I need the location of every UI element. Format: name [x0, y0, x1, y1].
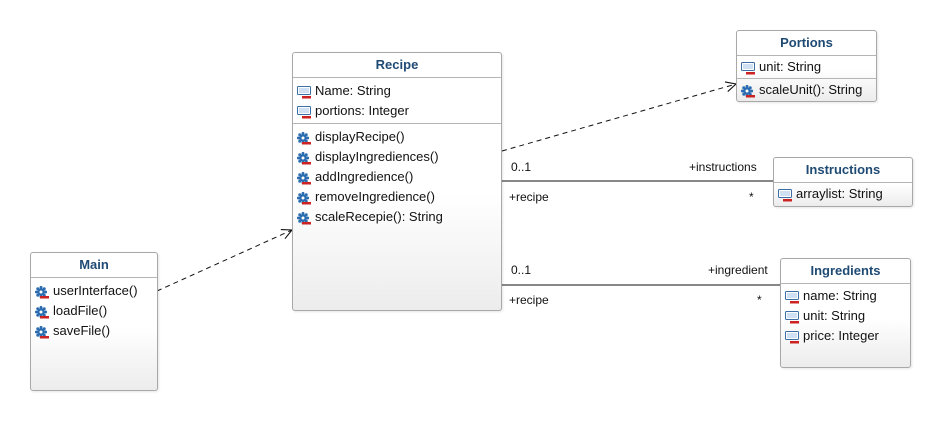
association-source-multiplicity: 0..1 [511, 263, 532, 277]
operation-gear-icon [296, 191, 312, 204]
attribute-row[interactable]: name: String [781, 286, 910, 306]
attribute-label: unit: String [803, 308, 866, 323]
class-title: Ingredients [781, 259, 910, 284]
association-target-multiplicity: * [757, 293, 762, 307]
attribute-label: price: Integer [803, 328, 879, 343]
operation-gear-icon [34, 305, 50, 318]
operation-label: userInterface() [53, 283, 138, 298]
operation-compartment: displayRecipe() displayIngrediences() ad… [293, 124, 501, 229]
class-title: Main [31, 253, 157, 278]
operation-row[interactable]: saveFile() [31, 321, 157, 341]
attribute-row[interactable]: Name: String [293, 81, 501, 101]
attribute-compartment: arraylist: String [774, 183, 912, 204]
attribute-row[interactable]: arraylist: String [774, 184, 912, 204]
operation-label: displayRecipe() [315, 129, 405, 144]
association-source-multiplicity: 0..1 [511, 160, 532, 174]
operation-row[interactable]: scaleRecepie(): String [293, 207, 501, 227]
class-portions[interactable]: Portions unit: String scaleUnit(): Strin… [736, 30, 877, 102]
operation-row[interactable]: loadFile() [31, 301, 157, 321]
dependency-main-to-recipe[interactable] [156, 230, 292, 292]
association-target-role: +instructions [689, 160, 757, 174]
class-main[interactable]: Main userInterface() loadFile() saveFile… [30, 252, 158, 391]
operation-gear-icon [34, 325, 50, 338]
operation-label: removeIngredience() [315, 189, 435, 204]
attribute-row[interactable]: price: Integer [781, 326, 910, 346]
class-title: Portions [737, 31, 876, 56]
operation-label: addIngredience() [315, 169, 414, 184]
association-source-role: +recipe [509, 190, 549, 204]
attribute-field-icon [778, 188, 793, 201]
attribute-field-icon [297, 105, 312, 118]
association-target-role: +ingredient [708, 263, 768, 277]
operation-compartment: userInterface() loadFile() saveFile() [31, 278, 157, 341]
dependency-recipe-to-portions[interactable] [501, 84, 736, 152]
operation-gear-icon [296, 151, 312, 164]
association-target-multiplicity: * [749, 190, 754, 204]
attribute-field-icon [785, 310, 800, 323]
association-source-role: +recipe [509, 293, 549, 307]
attribute-row[interactable]: unit: String [781, 306, 910, 326]
attribute-label: name: String [803, 288, 877, 303]
attribute-compartment: Name: String portions: Integer [293, 78, 501, 124]
attribute-label: unit: String [759, 59, 822, 74]
attribute-label: arraylist: String [796, 186, 883, 201]
operation-row[interactable]: scaleUnit(): String [737, 80, 876, 100]
operation-label: loadFile() [53, 303, 108, 318]
class-instructions[interactable]: Instructions arraylist: String [773, 157, 913, 207]
class-ingredients[interactable]: Ingredients name: String unit: String pr… [780, 258, 911, 368]
attribute-compartment: name: String unit: String price: Integer [781, 284, 910, 346]
attribute-compartment: unit: String [737, 56, 876, 79]
operation-compartment: scaleUnit(): String [737, 79, 876, 100]
operation-row[interactable]: displayIngrediences() [293, 147, 501, 167]
operation-gear-icon [296, 171, 312, 184]
class-title: Instructions [774, 158, 912, 183]
attribute-row[interactable]: portions: Integer [293, 101, 501, 121]
attribute-field-icon [785, 330, 800, 343]
attribute-field-icon [741, 61, 756, 74]
operation-row[interactable]: displayRecipe() [293, 127, 501, 147]
attribute-label: portions: Integer [315, 103, 409, 118]
operation-row[interactable]: addIngredience() [293, 167, 501, 187]
operation-gear-icon [296, 131, 312, 144]
class-title: Recipe [293, 53, 501, 78]
operation-gear-icon [296, 211, 312, 224]
operation-label: scaleRecepie(): String [315, 209, 443, 224]
operation-row[interactable]: userInterface() [31, 281, 157, 301]
operation-label: saveFile() [53, 323, 111, 338]
attribute-field-icon [297, 85, 312, 98]
operation-label: displayIngrediences() [315, 149, 439, 164]
operation-gear-icon [34, 285, 50, 298]
attribute-row[interactable]: unit: String [737, 57, 876, 77]
operation-row[interactable]: removeIngredience() [293, 187, 501, 207]
attribute-field-icon [785, 290, 800, 303]
attribute-label: Name: String [315, 83, 391, 98]
operation-gear-icon [740, 84, 756, 97]
class-recipe[interactable]: Recipe Name: String portions: Integer di… [292, 52, 502, 311]
operation-label: scaleUnit(): String [759, 82, 863, 97]
